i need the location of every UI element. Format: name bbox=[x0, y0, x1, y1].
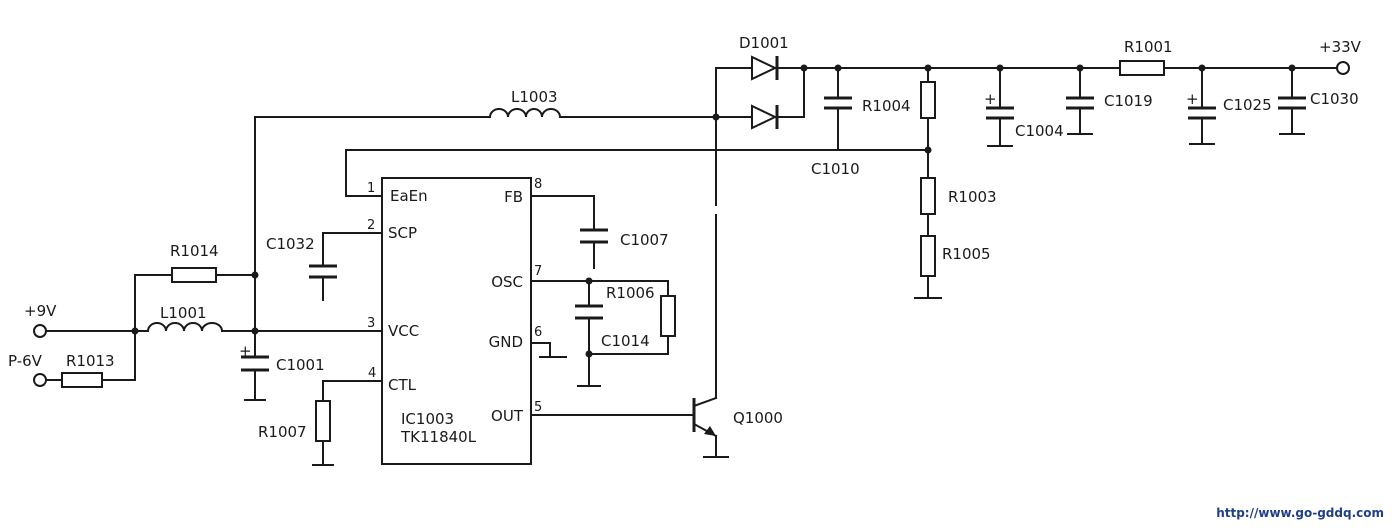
junction-dot bbox=[251, 271, 259, 279]
label-l1003: L1003 bbox=[511, 88, 558, 106]
diode-d1001-lower bbox=[751, 104, 779, 130]
junction-dot bbox=[585, 350, 593, 358]
capacitor-c1010 bbox=[824, 96, 852, 110]
pin-number-7: 7 bbox=[534, 264, 542, 279]
junction-dot bbox=[1076, 64, 1084, 72]
label-q1000: Q1000 bbox=[733, 409, 783, 427]
capacitor-c1014 bbox=[575, 304, 603, 320]
resistor-r1003 bbox=[920, 177, 936, 215]
output-terminal-33v bbox=[1336, 61, 1350, 75]
junction-dot bbox=[996, 64, 1004, 72]
label-r1013: R1013 bbox=[66, 352, 115, 370]
resistor-r1007 bbox=[315, 400, 331, 442]
label-d1001: D1001 bbox=[739, 34, 789, 52]
pin-number-6: 6 bbox=[534, 325, 542, 340]
pin-name-eaen: EaEn bbox=[390, 187, 428, 205]
label-r1001: R1001 bbox=[1124, 38, 1173, 56]
polarity-mark-c1001: + bbox=[239, 342, 252, 360]
label-9v: +9V bbox=[24, 302, 57, 320]
label-33v: +33V bbox=[1319, 38, 1362, 56]
junction-dot bbox=[131, 327, 139, 335]
label-r1007: R1007 bbox=[258, 423, 307, 441]
label-l1001: L1001 bbox=[160, 304, 207, 322]
label-c1032: C1032 bbox=[266, 235, 315, 253]
capacitor-c1032 bbox=[309, 264, 337, 279]
junction-dot bbox=[924, 64, 932, 72]
label-r1003: R1003 bbox=[948, 188, 997, 206]
ic-part-number: TK11840L bbox=[400, 428, 477, 446]
pin-name-scp: SCP bbox=[388, 224, 417, 242]
junction-dot bbox=[712, 113, 720, 121]
junction-dot bbox=[834, 64, 842, 72]
polarity-mark-c1004: + bbox=[984, 90, 997, 108]
resistor-r1013 bbox=[61, 372, 103, 388]
junction-dot bbox=[1288, 64, 1296, 72]
label-r1005: R1005 bbox=[942, 245, 991, 263]
junction-dot bbox=[1198, 64, 1206, 72]
junction-dot bbox=[251, 327, 259, 335]
label-r1004: R1004 bbox=[862, 97, 911, 115]
polarity-mark-c1025: + bbox=[1186, 90, 1199, 108]
capacitor-c1004 bbox=[986, 106, 1014, 120]
pin-name-osc: OSC bbox=[491, 273, 523, 291]
pin-name-fb: FB bbox=[504, 188, 523, 206]
transistor-q1000 bbox=[692, 396, 729, 458]
resistor-r1014 bbox=[171, 267, 217, 283]
ic-designator: IC1003 bbox=[401, 410, 454, 428]
label-c1030: C1030 bbox=[1310, 90, 1359, 108]
label-c1007: C1007 bbox=[620, 231, 669, 249]
resistor-r1006 bbox=[660, 295, 676, 337]
pin-number-8: 8 bbox=[534, 177, 542, 192]
capacitor-c1025 bbox=[1188, 106, 1216, 120]
resistor-r1004 bbox=[920, 81, 936, 119]
capacitor-c1007 bbox=[580, 228, 608, 244]
junction-dots bbox=[131, 64, 1296, 358]
input-terminal-p6v bbox=[33, 373, 47, 387]
capacitor-c1030 bbox=[1278, 96, 1306, 110]
inductor-l1001 bbox=[146, 322, 224, 333]
pin-name-vcc: VCC bbox=[388, 322, 419, 340]
label-r1014: R1014 bbox=[170, 242, 219, 260]
resistor-r1001 bbox=[1119, 60, 1165, 76]
junction-dot bbox=[924, 146, 932, 154]
pin-name-out: OUT bbox=[491, 407, 524, 425]
pin-name-ctl: CTL bbox=[388, 376, 417, 394]
pin-number-1: 1 bbox=[367, 181, 375, 196]
junction-dot bbox=[585, 277, 593, 285]
inductor-l1003 bbox=[488, 108, 562, 119]
capacitor-c1019 bbox=[1066, 96, 1094, 110]
input-terminal-9v bbox=[33, 324, 47, 338]
label-c1019: C1019 bbox=[1104, 92, 1153, 110]
label-c1001: C1001 bbox=[276, 356, 325, 374]
label-c1014: C1014 bbox=[601, 332, 650, 350]
resistor-r1005 bbox=[920, 235, 936, 277]
watermark-url: http://www.go-gddq.com bbox=[1216, 506, 1384, 520]
label-c1004: C1004 bbox=[1015, 122, 1064, 140]
junction-dot bbox=[800, 64, 808, 72]
pin-number-3: 3 bbox=[367, 316, 375, 331]
pin-number-4: 4 bbox=[368, 366, 376, 381]
diode-d1001-upper bbox=[751, 55, 779, 81]
pin-name-gnd: GND bbox=[489, 333, 523, 351]
wires bbox=[46, 67, 1338, 466]
label-c1025: C1025 bbox=[1223, 96, 1272, 114]
pin-number-5: 5 bbox=[534, 400, 542, 415]
capacitor-c1001 bbox=[241, 355, 269, 372]
pin-number-2: 2 bbox=[367, 218, 375, 233]
ic-body bbox=[381, 177, 532, 465]
label-c1010: C1010 bbox=[811, 160, 860, 178]
label-p6v: P-6V bbox=[8, 352, 43, 370]
label-r1006: R1006 bbox=[606, 284, 655, 302]
